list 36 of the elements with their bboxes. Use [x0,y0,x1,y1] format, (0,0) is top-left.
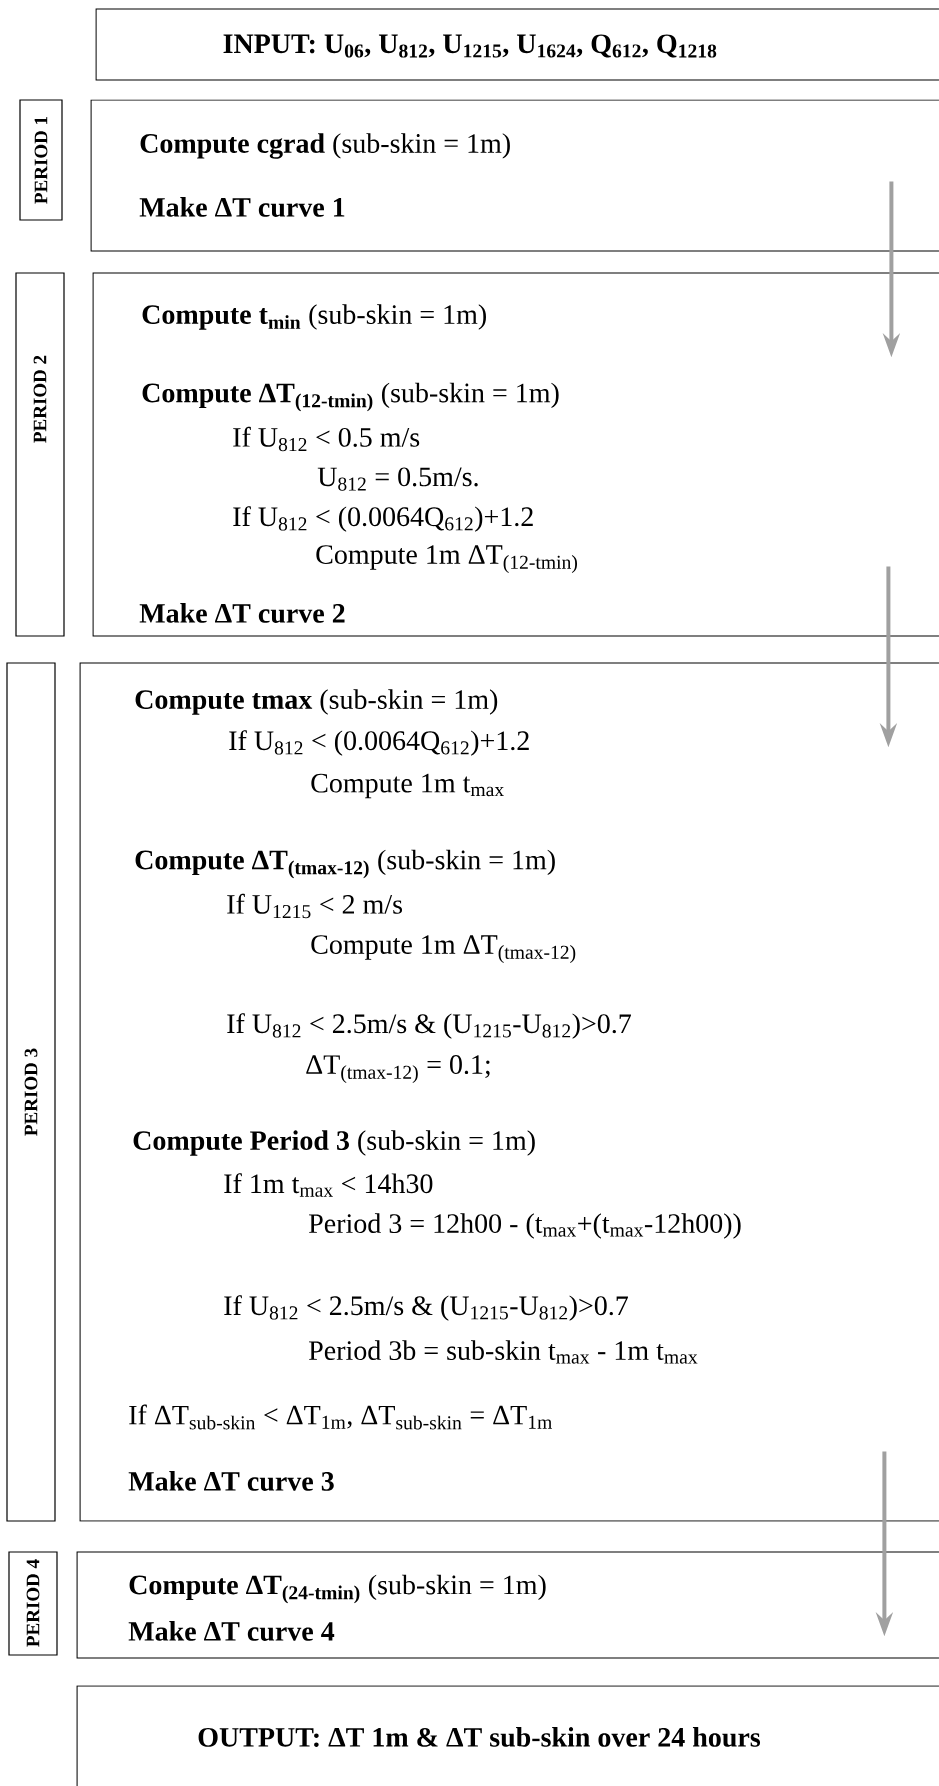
instruction-text: Make ΔT curve 2 [139,603,345,623]
instruction-text: Period 3 = 12h00 - (t$_{max}$+(t$_{max}$-12h00)) [309,1213,741,1239]
instruction-text: Make ΔT curve 4 [128,1621,335,1641]
instruction-text: If U$_{812}$ < 2.5m/s & (U$_{1215}$-U$_{812}$)>0.7 [224,1295,628,1321]
instruction-text: Compute 1m ΔT$_{(12-tmin)}$ [316,545,577,573]
instruction-text: Compute cgrad (sub-skin = 1m) [140,133,510,159]
instruction-text: If 1m t$_{max}$ < 14h30 [224,1173,433,1197]
process-box: OUTPUT: ΔT 1m & ΔT sub-skin over 24 hours [76,1685,939,1786]
instruction-text: If ΔT$_{sub-skin}$ < ΔT$_{1m}$, ΔT$_{sub-skin}$ = ΔT$_{1m}$ [129,1404,552,1430]
instruction-text: Compute 1m t$_{max}$ [311,773,504,799]
instruction-text: Make ΔT curve 1 [139,197,345,217]
instruction-text: Period 3b = sub-skin t$_{max}$ - 1m t$_{max}$ [309,1340,698,1364]
period-label-box: PERIOD 1 [19,99,63,221]
instruction-text: Compute ΔT$_{(12-tmin)}$ (sub-skin = 1m) [142,382,559,412]
period-label-box: PERIOD 2 [15,272,65,637]
period-box [76,1551,939,1659]
process-box: INPUT: U$_{06}$, U$_{812}$, U$_{1215}$, U$_{1624}$, Q$_{612}$, Q$_{1218}$ [95,8,939,81]
period-box [90,99,939,252]
instruction-text: Compute t$_{min}$ (sub-skin = 1m) [142,304,486,330]
instruction-text: If U$_{812}$ < 2.5m/s & (U$_{1215}$-U$_{812}$)>0.7 [227,1013,631,1039]
period-label-box: PERIOD 4 [8,1551,58,1656]
instruction-text: If U$_{1215}$ < 2 m/s [227,893,402,919]
instruction-text: U$_{812}$ = 0.5m/s. [317,467,478,491]
period-box [79,662,939,1522]
instruction-text: Make ΔT curve 3 [128,1471,334,1491]
instruction-text: If U$_{812}$ < (0.0064Q$_{612}$)+1.2 [229,730,529,756]
instruction-text: If U$_{812}$ < 0.5 m/s [233,426,420,452]
period-box [92,272,939,637]
instruction-text: If U$_{812}$ < (0.0064Q$_{612}$)+1.2 [233,506,533,532]
instruction-text: Compute 1m ΔT$_{(tmax-12)}$ [311,935,576,963]
instruction-text: Compute ΔT$_{(24-tmin)}$ (sub-skin = 1m) [129,1574,546,1604]
instruction-text: Compute Period 3 (sub-skin = 1m) [133,1130,535,1156]
instruction-text: Compute ΔT$_{(tmax-12)}$ (sub-skin = 1m) [135,849,555,879]
instruction-text: Compute tmax (sub-skin = 1m) [135,689,498,715]
period-label-box: PERIOD 3 [6,662,56,1522]
instruction-text: ΔT$_{(tmax-12)}$ = 0.1; [306,1055,490,1083]
